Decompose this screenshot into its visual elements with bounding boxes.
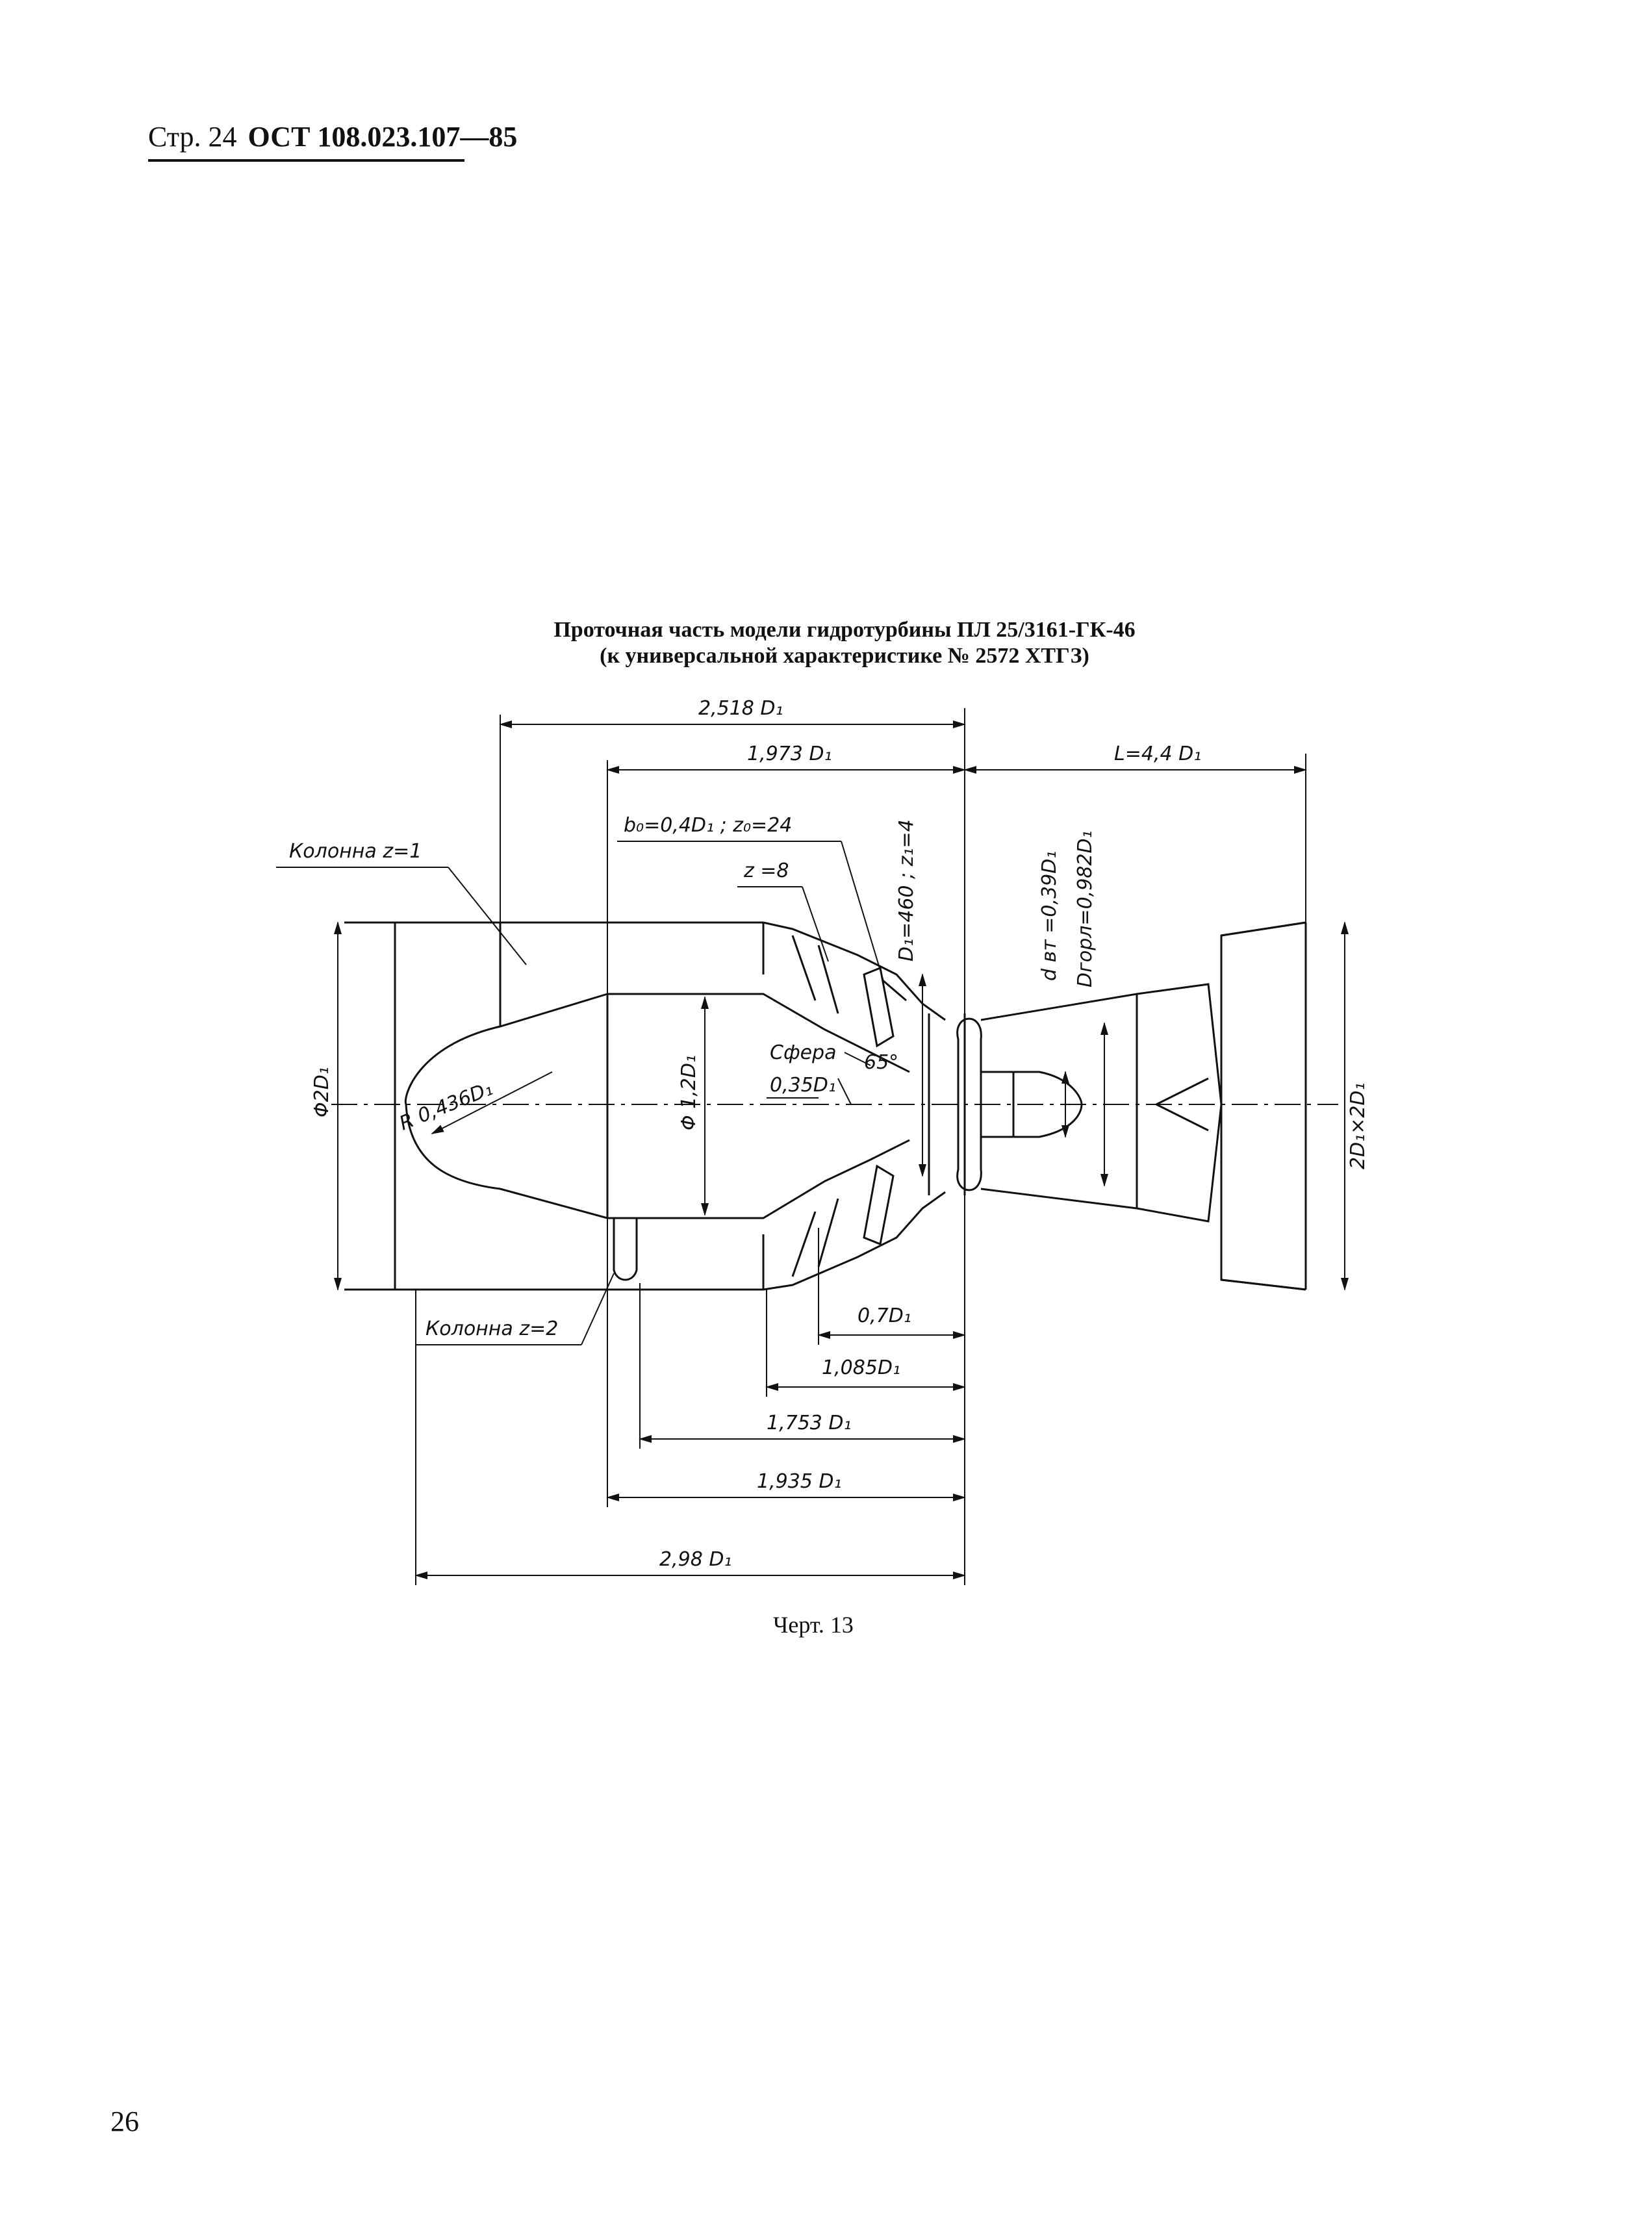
label-hub-dia: d вт =0,39D₁ [1038, 851, 1061, 981]
dim-l: L=4,4 D₁ [1114, 743, 1201, 765]
dim-phi-1-2d: Φ 1,2D₁ [678, 1055, 700, 1130]
dim-2-518: 2,518 D₁ [698, 697, 783, 720]
header-underline [148, 159, 464, 162]
dim-1-973: 1,973 D₁ [747, 743, 832, 765]
page-header: Стр. 24 ОСТ 108.023.107—85 [148, 120, 517, 153]
dim-1-935: 1,935 D₁ [757, 1470, 842, 1493]
column-2-pocket [613, 1218, 638, 1281]
dim-1-753: 1,753 D₁ [767, 1412, 852, 1434]
title-line-1: Проточная часть модели гидротурбины ПЛ 2… [553, 618, 1136, 642]
dim-0-7: 0,7D₁ [858, 1304, 911, 1327]
guide-vanes [791, 935, 907, 1277]
spiral-casing-outline [344, 921, 946, 1291]
standard-number: ОСТ 108.023.107—85 [248, 121, 518, 153]
figure-caption: Черт. 13 [773, 1612, 854, 1638]
dim-2-98: 2,98 D₁ [659, 1548, 731, 1571]
dim-1-085: 1,085D₁ [822, 1356, 900, 1379]
label-sphere: Сфера [770, 1041, 836, 1064]
label-angle: 65° [864, 1051, 898, 1074]
title-line-2: (к универсальной характеристике № 2572 Х… [600, 644, 1089, 668]
label-throat-dia: Dгорл=0,982D₁ [1074, 830, 1097, 987]
label-runner: D₁=460 ; z₁=4 [895, 819, 918, 961]
label-column-2: Колонна z=2 [426, 1317, 558, 1340]
draft-tube [980, 921, 1307, 1291]
page-label: Стр. 24 [148, 121, 237, 153]
hub-nose [404, 993, 910, 1219]
dim-phi-2d: Φ2D₁ [311, 1067, 333, 1117]
label-sphere-dim: 0,35D₁ [770, 1074, 836, 1097]
page-number: 26 [110, 2106, 139, 2137]
label-column-1: Колонна z=1 [289, 840, 422, 863]
dim-outlet: 2D₁×2D₁ [1347, 1082, 1369, 1169]
label-guide-vanes: b₀=0,4D₁ ; z₀=24 [624, 814, 792, 837]
drawing-title: Проточная часть модели гидротурбины ПЛ 2… [455, 617, 1234, 669]
label-stay-vanes: z =8 [743, 859, 789, 882]
